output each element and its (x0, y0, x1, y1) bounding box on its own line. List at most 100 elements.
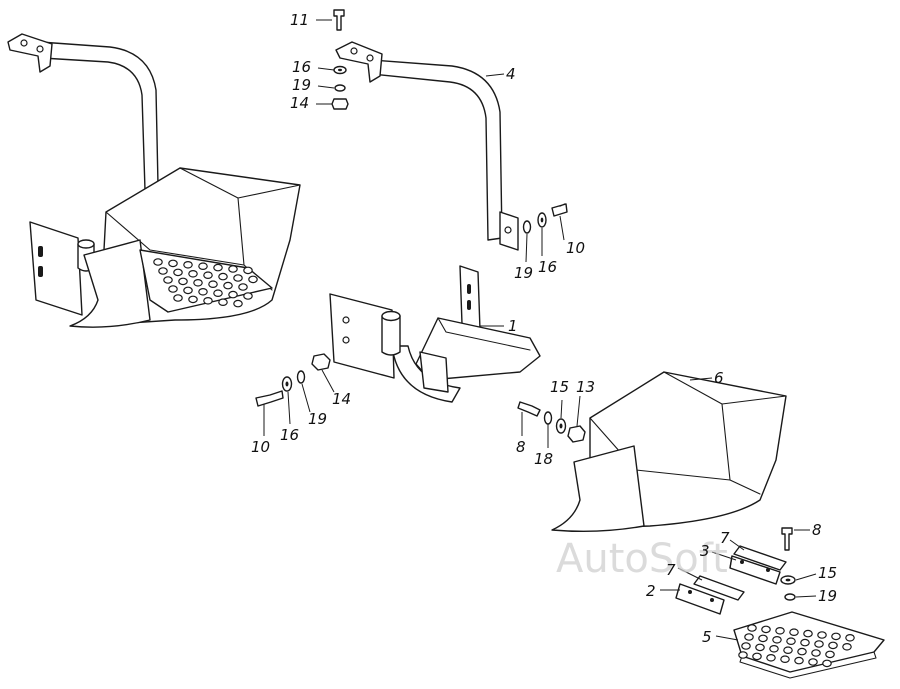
top-hardware-stack (331, 9, 349, 110)
tread-hole (811, 649, 821, 657)
tread-hole (800, 638, 810, 647)
tread-hole (228, 265, 238, 273)
tread-hole (228, 290, 238, 299)
tread-hole (213, 263, 223, 272)
tread-hole (218, 272, 228, 281)
washer-18-icon (543, 411, 553, 425)
tread-hole (218, 298, 228, 307)
callout-15-right: 15 (818, 564, 837, 582)
tread-hole (797, 647, 807, 656)
tread-hole (783, 646, 793, 655)
right-step-box-part-6 (551, 371, 787, 533)
tread-hole (243, 266, 253, 275)
tread-hole (193, 278, 203, 287)
callout-14-top: 14 (290, 94, 309, 112)
tread-hole (163, 276, 173, 284)
step-box-6-front (551, 445, 645, 533)
left-mounting-plate (29, 221, 83, 316)
tread-hole (755, 643, 765, 652)
callout-19-right: 19 (514, 264, 533, 282)
left-handrail-bracket (7, 33, 53, 73)
tread-hole (233, 299, 243, 308)
spring-washer-19d-icon (784, 593, 796, 601)
callout-16-right: 16 (538, 258, 557, 276)
handrail-part-4 (335, 41, 519, 251)
callout-14-left: 14 (332, 390, 351, 408)
tread-hole (233, 274, 243, 282)
callout-19-top: 19 (292, 76, 311, 94)
tread-hole (168, 285, 178, 293)
callout-6: 6 (714, 369, 724, 387)
callout-11: 11 (290, 11, 309, 29)
callout-2: 2 (646, 582, 656, 600)
center-left-hardware (255, 353, 331, 407)
nut-13-icon (567, 425, 586, 443)
tread-hole (814, 640, 824, 648)
tread-hole (772, 635, 782, 644)
callout-labels: 11 16 19 14 4 10 16 19 1 10 16 19 14 8 1… (251, 11, 837, 646)
bolt-10a-icon (551, 203, 568, 217)
callout-5: 5 (702, 628, 712, 646)
bolt-8a-icon (517, 401, 541, 417)
tread-hole (828, 641, 838, 650)
callout-19-bottom: 19 (818, 587, 837, 605)
callout-15-center: 15 (550, 378, 569, 396)
tread-hole (173, 294, 183, 302)
strip-7a (733, 545, 787, 571)
bolt-8b-icon (781, 527, 793, 551)
center-bracket-part-1 (329, 265, 541, 403)
tread-hole (761, 625, 771, 634)
tread-hole (752, 652, 762, 661)
tread-hole (173, 268, 183, 277)
tread-hole (789, 628, 799, 637)
tread-hole (845, 633, 855, 642)
bracket-1-side-plate (329, 293, 395, 379)
callout-8-right: 8 (812, 521, 822, 539)
tread-hole (831, 632, 841, 641)
tread-hole (780, 655, 790, 664)
tread-hole (153, 258, 163, 266)
tread-hole (213, 289, 223, 298)
bolt-11-icon (333, 9, 345, 31)
tread-hole (188, 269, 198, 278)
tread-hole (738, 651, 748, 659)
callout-18: 18 (534, 450, 553, 468)
bracket-2 (675, 583, 725, 615)
left-step-assembly (7, 33, 301, 328)
tread-hole (758, 634, 768, 643)
callout-19-left: 19 (308, 410, 327, 428)
left-front-panel (69, 239, 151, 328)
tread-hole (198, 287, 208, 296)
tread-hole (842, 642, 852, 651)
nut-14b-icon (311, 353, 331, 371)
tread-5-holes (738, 624, 855, 668)
tread-hole (238, 283, 248, 291)
watermark-text: AutoSoft (556, 536, 728, 582)
tread-hole (183, 286, 193, 295)
tread-hole (183, 260, 193, 269)
tread-hole (803, 629, 813, 638)
tread-hole (766, 653, 776, 662)
left-handrail (39, 41, 159, 191)
callout-4: 4 (506, 65, 516, 83)
callout-7-upper: 7 (720, 529, 730, 547)
handrail-4-bracket (335, 41, 383, 83)
tread-hole (223, 281, 233, 290)
handrail-4-hardware (522, 203, 568, 234)
handrail-4 (371, 59, 503, 241)
bracket-1-upright (459, 265, 481, 331)
callout-16-top: 16 (292, 58, 311, 76)
tread-hole (168, 259, 178, 268)
tread-hole (188, 295, 198, 304)
tread-hole (794, 656, 804, 665)
tread-hole (203, 271, 213, 280)
tread-hole (769, 644, 779, 653)
tread-hole (198, 262, 208, 271)
bolt-10b-icon (255, 390, 284, 407)
tread-hole (248, 275, 258, 284)
tread-hole (178, 277, 188, 286)
callout-8-center: 8 (516, 438, 526, 456)
nut-14-icon (331, 98, 349, 110)
callout-1: 1 (508, 317, 518, 335)
callout-16-left: 16 (280, 426, 299, 444)
